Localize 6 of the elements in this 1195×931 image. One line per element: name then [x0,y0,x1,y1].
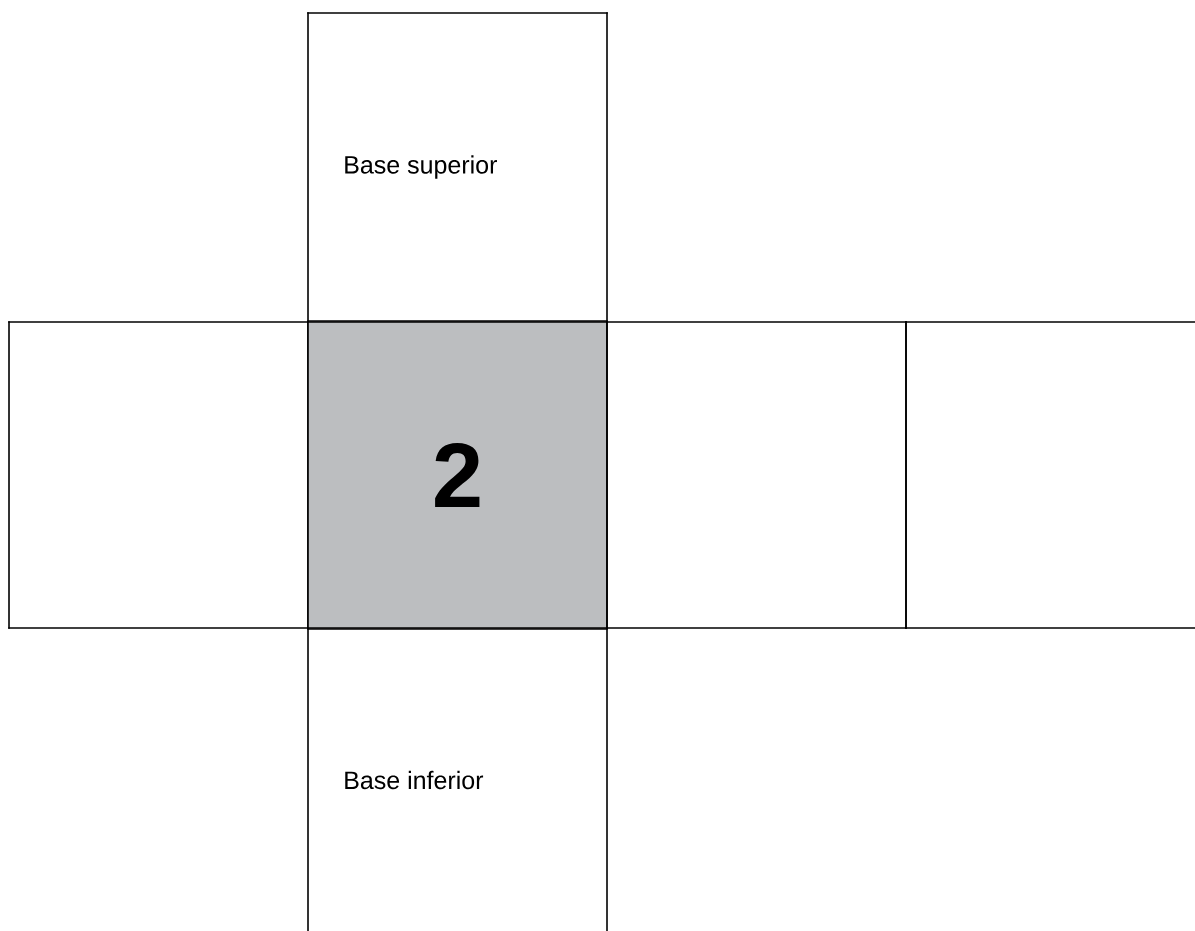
cube-face: 2 [307,321,608,629]
cube-face [606,321,907,629]
cube-face [8,321,309,629]
cube-face: Base inferior [307,628,608,931]
cube-face: Base superior [307,12,608,322]
cube-face [905,321,1195,629]
